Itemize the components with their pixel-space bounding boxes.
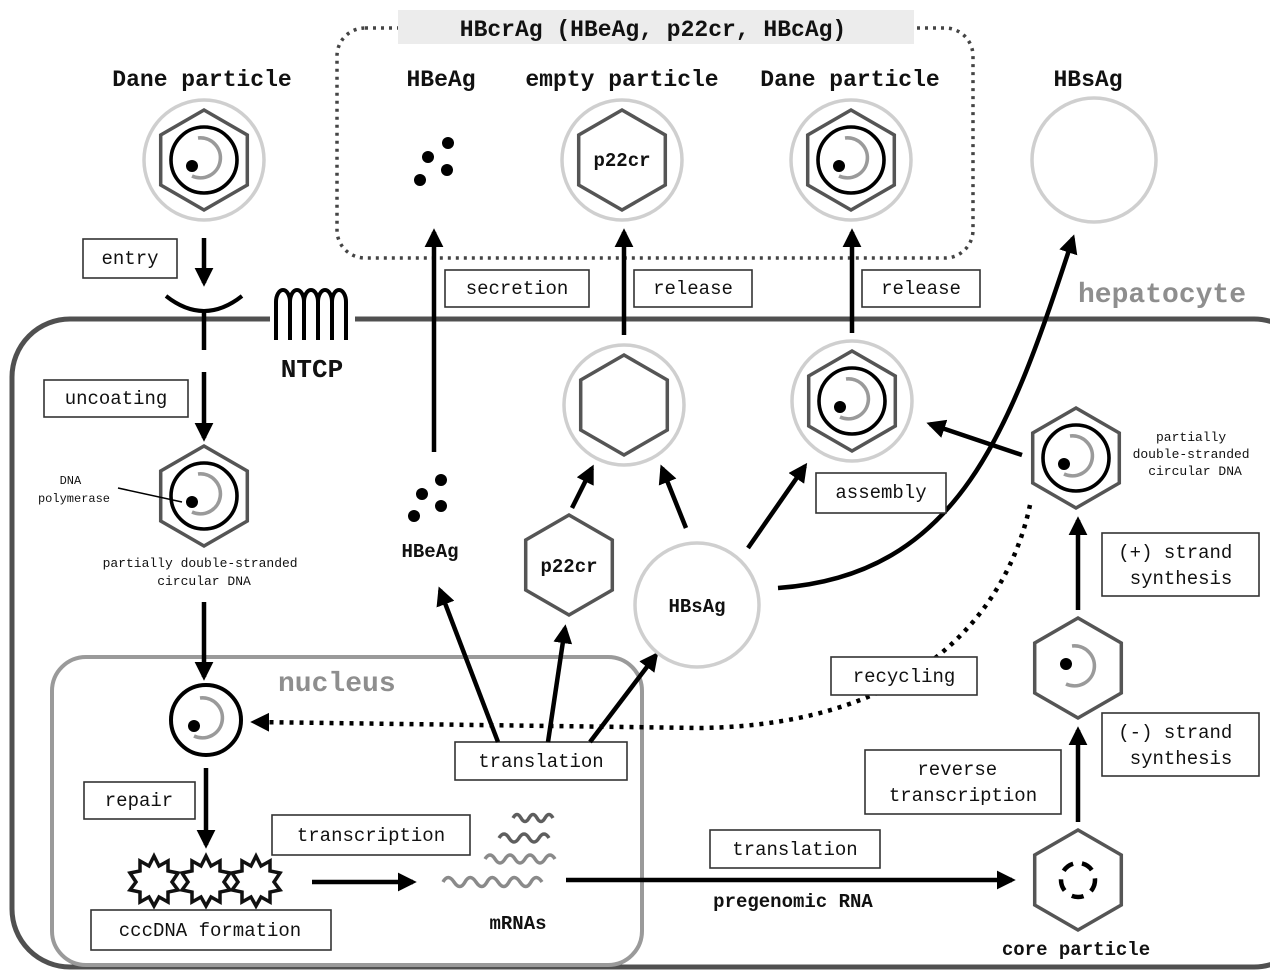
step-translation-proteins: translation bbox=[478, 751, 603, 773]
nucleus-envelope bbox=[50, 655, 644, 967]
dane-particle-label-outside: Dane particle bbox=[112, 67, 291, 93]
core-particle-label: core particle bbox=[1002, 939, 1150, 961]
step-plus-strand: (+) strand synthesis bbox=[1118, 542, 1243, 590]
pdsc-dna-label-right: partially double-stranded circular DNA bbox=[1133, 430, 1258, 479]
step-uncoating: uncoating bbox=[65, 388, 168, 410]
mrna-strands bbox=[441, 812, 557, 889]
svg-text:p22cr: p22cr bbox=[593, 150, 650, 172]
hepatocyte-membrane bbox=[9, 316, 1270, 970]
cccdna-minichromosomes bbox=[128, 854, 282, 908]
core-particle bbox=[1032, 827, 1124, 933]
hbcrag-title: HBcrAg (HBeAg, p22cr, HBcAg) bbox=[460, 17, 846, 43]
step-repair: repair bbox=[105, 790, 173, 812]
nucleus-label: nucleus bbox=[278, 669, 396, 700]
pdsc-dna-label-left: partially double-stranded circular DNA bbox=[103, 556, 306, 589]
step-translation-pgrna: translation bbox=[732, 839, 857, 861]
step-transcription: transcription bbox=[297, 825, 445, 847]
dna-polymerase-label: DNA polymerase bbox=[38, 474, 110, 506]
hbeag-label-top: HBeAg bbox=[406, 67, 475, 93]
p22cr-particle-mid: p22cr bbox=[523, 512, 615, 618]
step-recycling: recycling bbox=[853, 666, 956, 688]
hbsag-particle-top bbox=[1030, 96, 1158, 224]
hbsag-label-top: HBsAg bbox=[1053, 67, 1122, 93]
step-entry: entry bbox=[101, 248, 158, 270]
ntcp-label: NTCP bbox=[281, 355, 343, 385]
dane-particle-secreted bbox=[789, 98, 913, 222]
hbeag-label-mid: HBeAg bbox=[401, 541, 458, 563]
ntcp-transporter bbox=[274, 288, 348, 340]
hbsag-particle-mid: HBsAg bbox=[633, 541, 761, 669]
hbeag-dots-top bbox=[414, 137, 454, 186]
empty-particle-label: empty particle bbox=[525, 67, 718, 93]
step-cccdna-formation: cccDNA formation bbox=[119, 920, 301, 942]
uncoated-capsid bbox=[158, 444, 250, 548]
minus-strand-capsid bbox=[1032, 615, 1124, 721]
step-release-empty: release bbox=[653, 278, 733, 300]
empty-particle-top: p22cr bbox=[560, 98, 684, 222]
mature-capsid bbox=[1030, 406, 1122, 510]
dane-particle-outside bbox=[142, 98, 266, 222]
svg-text:HBsAg: HBsAg bbox=[668, 596, 725, 618]
step-release-dane: release bbox=[881, 278, 961, 300]
dane-particle-assembled bbox=[790, 339, 914, 463]
step-assembly: assembly bbox=[835, 482, 926, 504]
hepatocyte-label: hepatocyte bbox=[1078, 280, 1246, 311]
step-secretion: secretion bbox=[466, 278, 569, 300]
pregenomic-rna-label: pregenomic RNA bbox=[713, 891, 873, 913]
hbcrag-title-band bbox=[398, 10, 914, 44]
receptor-cup bbox=[164, 294, 244, 313]
empty-capsid-mid bbox=[562, 343, 686, 467]
step-reverse-transcription: reverse transcription bbox=[889, 759, 1037, 807]
hbeag-dots-mid bbox=[408, 474, 447, 522]
step-minus-strand: (-) strand synthesis bbox=[1118, 722, 1243, 770]
svg-text:p22cr: p22cr bbox=[540, 556, 597, 578]
mrnas-label: mRNAs bbox=[489, 913, 546, 935]
dane-particle-label-secreted: Dane particle bbox=[760, 67, 939, 93]
nuclear-rcdna bbox=[169, 683, 243, 757]
